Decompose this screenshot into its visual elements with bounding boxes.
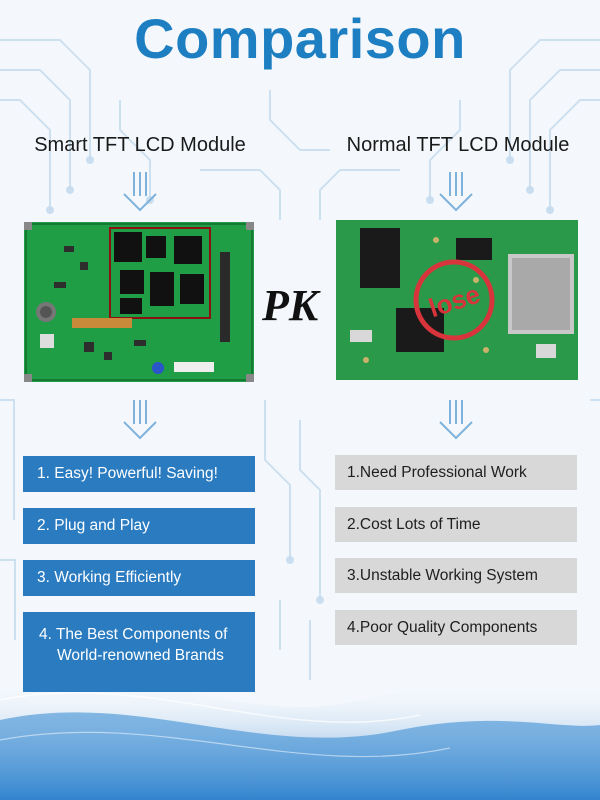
feature-item: 2. Plug and Play: [23, 508, 255, 544]
pk-versus-mark: PK: [261, 281, 321, 330]
feature-item: 4. The Best Components of World-renowned…: [23, 612, 255, 692]
drawback-item: 1.Need Professional Work: [335, 455, 577, 490]
normal-module-heading: Normal TFT LCD Module: [346, 134, 570, 156]
drawback-item: 4.Poor Quality Components: [335, 610, 577, 645]
down-arrow-icon: [439, 400, 473, 440]
drawback-item: 2.Cost Lots of Time: [335, 507, 577, 542]
down-arrow-icon: [123, 400, 157, 440]
down-arrow-icon: [439, 172, 473, 212]
drawback-item: 3.Unstable Working System: [335, 558, 577, 593]
smart-tft-board-image: [24, 222, 254, 382]
smart-module-heading: Smart TFT LCD Module: [34, 134, 246, 156]
feature-item: 3. Working Efficiently: [23, 560, 255, 596]
down-arrow-icon: [123, 172, 157, 212]
feature-item: 1. Easy! Powerful! Saving!: [23, 456, 255, 492]
page-title: Comparison: [134, 7, 466, 70]
feature-item-text: 4. The Best Components of World-renowned…: [39, 626, 228, 664]
pk-text: PK: [261, 281, 321, 330]
normal-tft-board-image: lose: [336, 220, 578, 380]
